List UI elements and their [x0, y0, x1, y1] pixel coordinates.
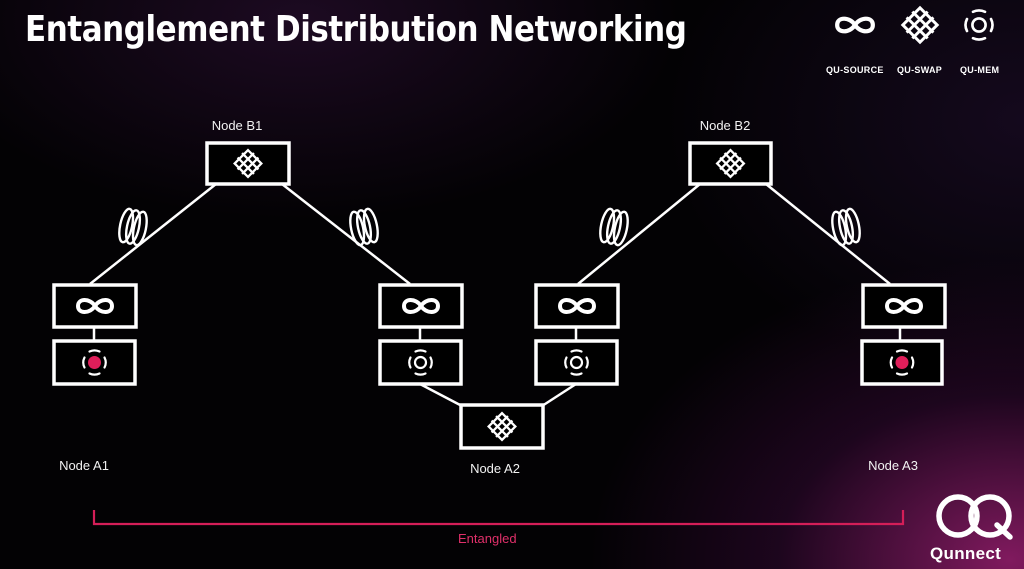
legend-swap-label: QU-SWAP	[897, 65, 943, 75]
node-a3-memory-box	[860, 339, 944, 386]
node-b2-left-source-box	[534, 283, 620, 329]
legend-source-label: QU-SOURCE	[826, 65, 884, 75]
entangled-bracket	[92, 510, 905, 526]
qunnect-logo-icon	[936, 494, 1013, 540]
legend-source-icon	[837, 19, 873, 32]
brand-name: Qunnect	[930, 544, 1002, 563]
legend-mem-label: QU-MEM	[960, 65, 1000, 75]
node-b2-swap-box	[688, 141, 773, 186]
node-a2-swap-box	[459, 403, 545, 450]
node-b1-swap-box	[205, 141, 291, 186]
legend-swap-icon	[897, 2, 943, 48]
node-a1-label: Node A1	[59, 458, 109, 473]
node-a1-source-box	[52, 283, 138, 329]
entangled-label: Entangled	[458, 531, 517, 546]
node-a3-label: Node A3	[868, 458, 918, 473]
node-a2-left-memory-box	[378, 339, 463, 386]
node-b2-label: Node B2	[699, 118, 751, 133]
legend-mem-icon	[964, 9, 994, 41]
fiber-links	[89, 183, 902, 408]
node-a3-source-box	[861, 283, 947, 329]
node-a2-right-memory-box	[534, 339, 619, 386]
node-a1-memory-box	[52, 339, 137, 386]
node-b1-label: Node B1	[211, 118, 263, 133]
fiber-coil-icon	[596, 206, 632, 248]
node-a2-label: Node A2	[470, 461, 520, 476]
page-title: Entanglement Distribution Networking	[25, 9, 687, 50]
node-b1-right-source-box	[378, 283, 464, 329]
